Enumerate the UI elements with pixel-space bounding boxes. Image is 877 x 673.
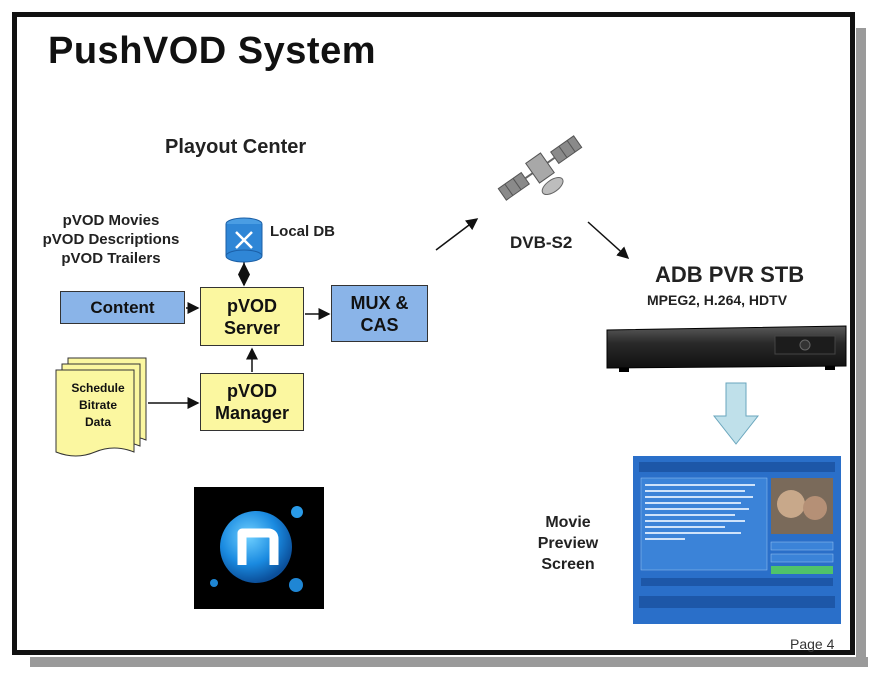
- mux-cas-line: MUX &: [350, 292, 409, 313]
- pvod-manager-line: pVOD: [226, 381, 277, 401]
- movie-preview-line: Movie: [545, 514, 591, 531]
- slide-title: PushVOD System: [48, 30, 376, 72]
- mux-cas-line: CAS: [360, 314, 399, 335]
- document-line: Data: [84, 415, 111, 429]
- document-label: Schedule Bitrate Data: [62, 380, 134, 431]
- n-logo-icon: [194, 487, 324, 609]
- playout-center-label: Playout Center: [165, 136, 307, 158]
- local-db-label: Local DB: [270, 223, 336, 240]
- pvod-manager-line: Manager: [214, 403, 290, 423]
- input-label: pVOD Movies: [62, 212, 160, 229]
- document-line: Bitrate: [78, 398, 117, 412]
- pvod-manager-box: pVOD Manager: [200, 373, 304, 431]
- satellite-icon: [497, 135, 583, 201]
- arrow-downlink: [587, 221, 630, 260]
- movie-preview-line: Preview: [537, 535, 599, 552]
- input-label: pVOD Trailers: [61, 250, 161, 267]
- frame-shadow-bottom: [30, 657, 868, 667]
- input-label: pVOD Descriptions: [42, 231, 180, 248]
- page-number: Page 4: [790, 636, 835, 652]
- pvod-server-line: Server: [223, 317, 281, 338]
- input-sources-label: pVOD Movies pVOD Descriptions pVOD Trail…: [22, 211, 200, 268]
- stb-subtitle: MPEG2, H.264, HDTV: [647, 292, 788, 308]
- pvod-server-line: pVOD: [226, 295, 277, 316]
- document-stack-icon: [55, 357, 147, 457]
- pvod-server-box: pVOD Server: [200, 287, 304, 346]
- document-line: Schedule: [71, 381, 125, 395]
- down-arrow-icon: [712, 382, 760, 445]
- tv-screen-image: [633, 456, 841, 624]
- mux-cas-box: MUX & CAS: [331, 285, 428, 342]
- content-box: Content: [60, 291, 185, 324]
- database-icon: [225, 217, 263, 263]
- stb-title: ADB PVR STB: [655, 262, 805, 287]
- dvb-label: DVB-S2: [510, 233, 573, 252]
- arrow-uplink: [435, 218, 479, 251]
- content-box-label: Content: [90, 297, 155, 317]
- frame-shadow-right: [856, 28, 866, 667]
- set-top-box-image: [605, 322, 848, 374]
- movie-preview-line: Screen: [541, 556, 595, 573]
- movie-preview-label: Movie Preview Screen: [528, 512, 608, 575]
